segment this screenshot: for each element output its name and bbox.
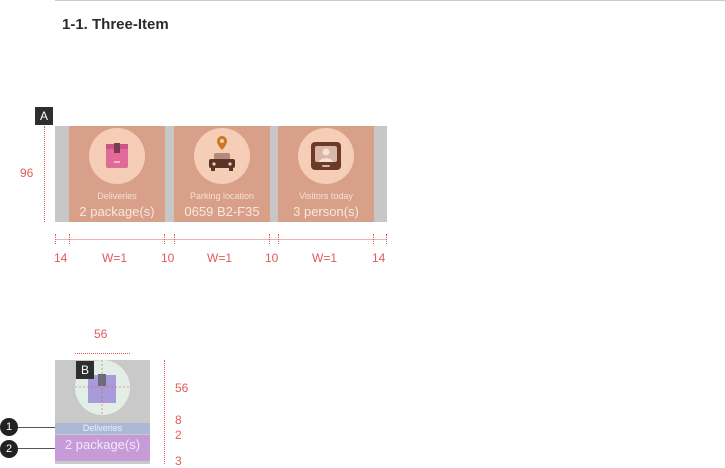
detail-icon-width-line — [75, 353, 130, 354]
dimension-item-width: W=1 — [312, 251, 338, 265]
detail-value: 2 package(s) — [64, 437, 141, 452]
detail-gap-label-value: 2 — [175, 428, 182, 442]
dimension-item-width: W=1 — [102, 251, 128, 265]
dimension-margin-left: 14 — [54, 251, 68, 265]
dimension-tick — [174, 234, 175, 244]
dimension-margin-right: 14 — [372, 251, 386, 265]
icon-circle — [89, 128, 145, 184]
package-icon — [75, 360, 130, 415]
dimension-tick — [386, 234, 387, 244]
callout-2: 2 — [0, 440, 18, 458]
callout-leader-2 — [14, 448, 55, 449]
detail-label-band — [55, 423, 150, 434]
detail-value-band — [55, 435, 150, 461]
item-label: Parking location — [189, 191, 255, 201]
icon-circle — [298, 128, 354, 184]
item-card-deliveries[interactable]: Deliveries 2 package(s) — [69, 126, 165, 222]
dimension-tick — [373, 234, 374, 244]
detail-gap-icon-label: 8 — [175, 413, 182, 427]
callout-1: 1 — [0, 418, 18, 436]
dimension-tick — [164, 234, 165, 244]
dimension-tick — [69, 234, 70, 244]
item-value: 3 person(s) — [293, 204, 359, 219]
marker-b: B — [76, 361, 94, 379]
detail-bottom-gap: 3 — [175, 454, 182, 468]
detail-icon-height-label: 56 — [175, 381, 189, 395]
visitor-intercom-icon — [311, 142, 341, 170]
icon-circle — [194, 128, 250, 184]
dimension-tick — [278, 234, 279, 244]
dimension-height-label: 96 — [20, 166, 34, 180]
dimension-item-width: W=1 — [207, 251, 233, 265]
car-location-icon — [209, 136, 235, 171]
item-card-parking[interactable]: Parking location 0659 B2-F35 — [174, 126, 270, 222]
dimension-gap: 10 — [265, 251, 279, 265]
package-icon — [106, 143, 128, 168]
item-value: 0659 B2-F35 — [184, 204, 260, 219]
dimension-height-line — [44, 126, 45, 222]
item-value: 2 package(s) — [79, 204, 155, 219]
detail-icon-width-label: 56 — [94, 327, 108, 341]
dimension-gap: 10 — [161, 251, 175, 265]
item-label: Deliveries — [97, 191, 137, 201]
item-label: Visitors today — [299, 191, 353, 201]
marker-a: A — [35, 107, 53, 125]
dimension-tick — [269, 234, 270, 244]
callout-leader-1 — [14, 427, 55, 428]
top-divider — [55, 0, 725, 1]
detail-height-line — [164, 360, 165, 464]
dimension-width-line — [55, 239, 387, 240]
detail-label: Deliveries — [82, 423, 123, 433]
item-card-visitors[interactable]: Visitors today 3 person(s) — [278, 126, 374, 222]
dimension-tick — [55, 234, 56, 244]
section-title: 1-1. Three-Item — [62, 16, 169, 33]
